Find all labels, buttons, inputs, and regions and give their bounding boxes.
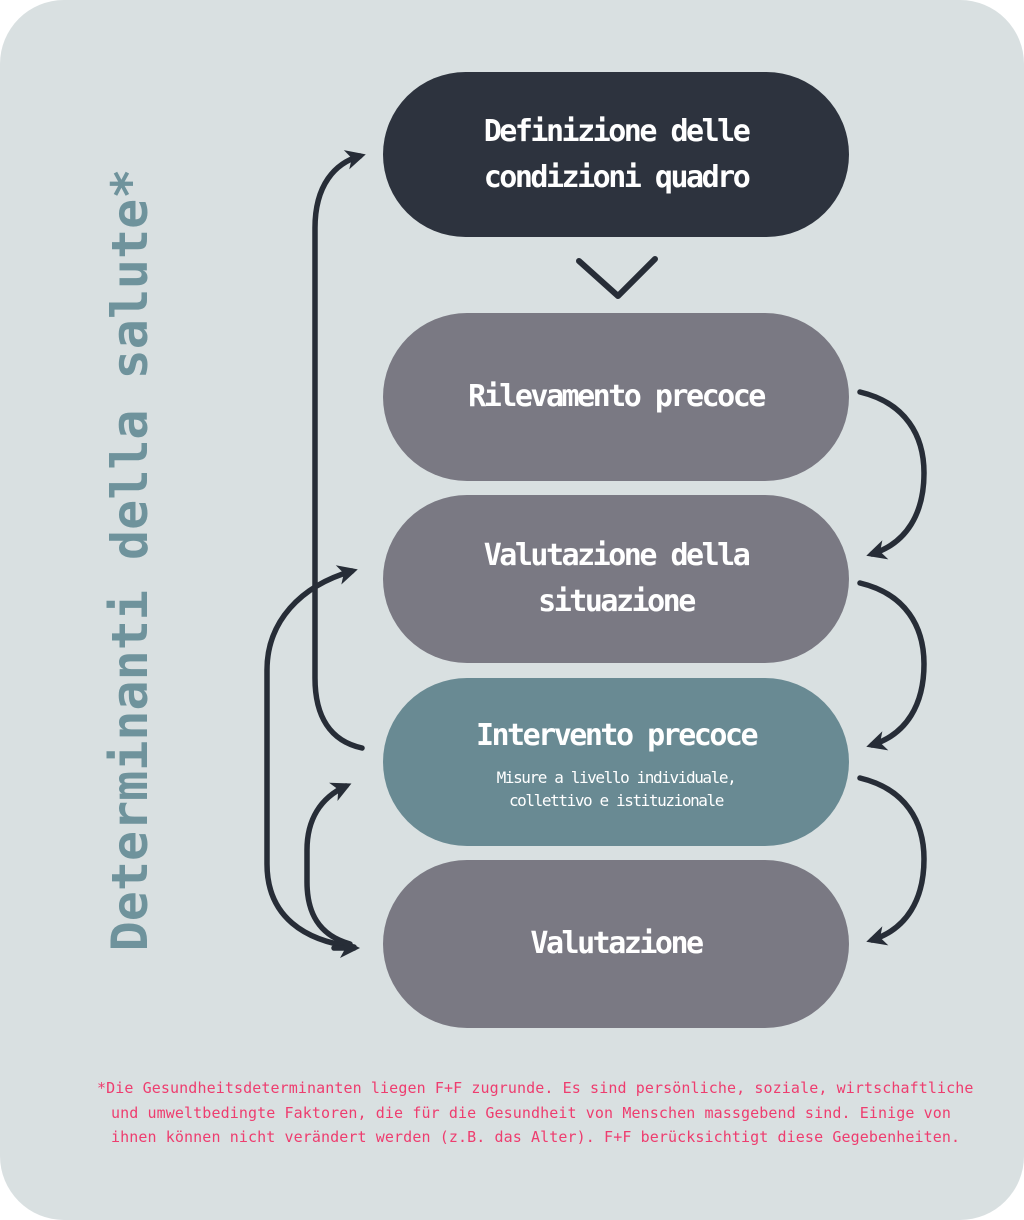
flow-box-title: Definizione delle condizioni quadro bbox=[483, 113, 751, 195]
arrow-rilevamento-to-valutazione-situazione bbox=[857, 389, 927, 560]
flow-box-intervento: Intervento precoce Misure a livello indi… bbox=[383, 678, 849, 846]
flow-box-definizione: Definizione delle condizioni quadro bbox=[383, 72, 849, 237]
footnote: *Die Gesundheitsdeterminanten liegen F+F… bbox=[97, 1076, 997, 1150]
arrow-valutazione-situazione-to-intervento bbox=[857, 580, 927, 751]
chevron-down-icon bbox=[576, 256, 658, 299]
flow-box-valutazione: Valutazione bbox=[383, 860, 849, 1028]
flow-box-title: Valutazione della situazione bbox=[483, 538, 751, 619]
flow-box-subtitle: Misure a livello individuale, collettivo… bbox=[496, 767, 737, 810]
flow-box-rilevamento: Rilevamento precoce bbox=[383, 313, 849, 481]
footnote-line: und umweltbedingte Faktoren, die für die… bbox=[111, 1103, 952, 1122]
flow-box-valutazione-situazione: Valutazione della situazione bbox=[383, 495, 849, 663]
footnote-line: *Die Gesundheitsdeterminanten liegen F+F… bbox=[97, 1079, 974, 1097]
flow-box-title: Intervento precoce bbox=[475, 717, 759, 753]
flow-box-title: Valutazione bbox=[530, 926, 704, 961]
arrow-valutazione-to-intervento bbox=[304, 782, 353, 947]
vertical-axis-label: Determinanti della salute* bbox=[101, 168, 159, 952]
arrow-intervento-to-valutazione bbox=[857, 775, 927, 946]
flow-box-title: Rilevamento precoce bbox=[468, 379, 766, 414]
arrow-intervento-to-definizione bbox=[312, 150, 366, 751]
footnote-line: ihnen können nicht verändert werden (z.B… bbox=[111, 1128, 961, 1146]
arrow-valutazione-to-valutazione-situazione bbox=[264, 565, 358, 950]
